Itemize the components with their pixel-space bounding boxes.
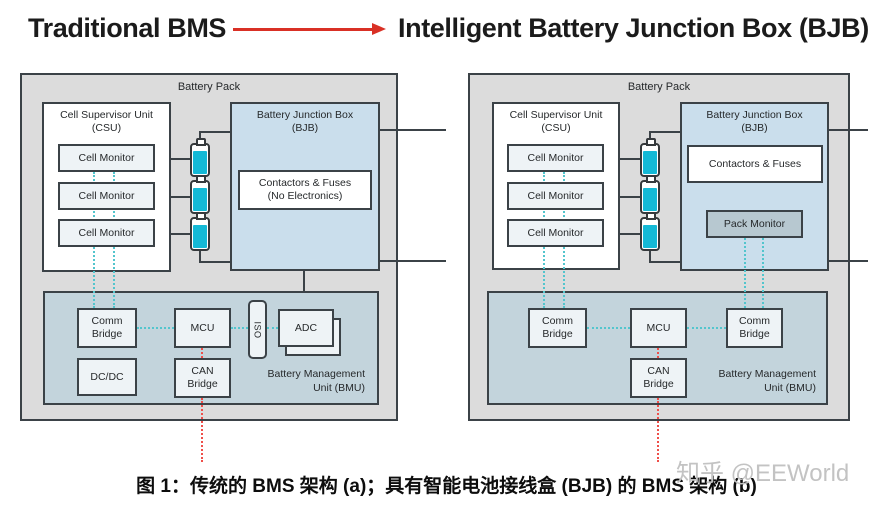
battery-bottom-link-a (199, 261, 230, 263)
hv-terminal-top-a (378, 129, 446, 131)
cell-monitor-box: Cell Monitor (58, 144, 155, 172)
comm-bridge-right-label-b: Comm Bridge (739, 315, 770, 340)
csu-battery-tap-1-a (171, 158, 190, 160)
battery-cell-icon (640, 212, 660, 251)
cell-monitor-label: Cell Monitor (527, 226, 584, 239)
csu-title-a: Cell Supervisor Unit (CSU) (60, 109, 153, 134)
comm-mcu-link-b (587, 327, 630, 329)
comm-bridge-left-box-b: Comm Bridge (528, 308, 587, 348)
mcu-box-a: MCU (174, 308, 231, 348)
arrow-right-icon (233, 23, 386, 35)
bjb-bmu-link-a (303, 271, 305, 291)
battery-cell-icon (640, 175, 660, 214)
can-bridge-box-b: CAN Bridge (630, 358, 687, 398)
dcdc-label-a: DC/DC (90, 370, 124, 383)
cell-monitor-box: Cell Monitor (58, 219, 155, 247)
contactors-fuses-label-b: Contactors & Fuses (708, 157, 802, 170)
battery-bottom-riser-b (649, 251, 651, 263)
comm-mcu-link-a (137, 327, 174, 329)
contactors-fuses-box-a: Contactors & Fuses (No Electronics) (238, 170, 372, 210)
contactors-fuses-box-b: Contactors & Fuses (687, 145, 823, 183)
hv-terminal-bottom-a (378, 260, 446, 262)
title-intelligent-bjb: Intelligent Battery Junction Box (BJB) (398, 13, 869, 43)
mcu-label-b: MCU (646, 321, 671, 334)
bjb-title-b: Battery Junction Box (BJB) (706, 109, 803, 134)
csu-battery-tap-2-a (171, 196, 190, 198)
cell-monitor-label: Cell Monitor (78, 189, 135, 202)
csu-title-b: Cell Supervisor Unit (CSU) (509, 109, 603, 134)
cell-monitor-label: Cell Monitor (527, 189, 584, 202)
pack-monitor-box-b: Pack Monitor (706, 210, 803, 238)
mcu-iso-link-a (231, 327, 248, 329)
watermark: 知乎 @EEWorld (676, 460, 850, 487)
can-bridge-label-a: CAN Bridge (187, 365, 218, 390)
figure-caption: 图 1：传统的 BMS 架构 (a)；具有智能电池接线盒 (BJB) 的 BMS… (136, 476, 757, 497)
can-bridge-box-a: CAN Bridge (174, 358, 231, 398)
battery-top-riser-b (649, 131, 651, 142)
battery-top-riser-a (199, 131, 201, 142)
comm-bridge-box-a: Comm Bridge (77, 308, 137, 348)
battery-bottom-link-b (649, 261, 680, 263)
iso-box-a: ISO (248, 300, 267, 359)
bjb-title-a: Battery Junction Box (BJB) (256, 109, 354, 134)
adc-label-a: ADC (294, 321, 318, 334)
can-bridge-label-b: CAN Bridge (643, 365, 674, 390)
comm-bridge-right-box-b: Comm Bridge (726, 308, 783, 348)
csu-battery-tap-1-b (620, 158, 640, 160)
adc-box-a: ADC (278, 309, 334, 347)
mcu-label-a: MCU (190, 321, 215, 334)
iso-label-a: ISO (252, 320, 263, 339)
csu-battery-tap-3-a (171, 233, 190, 235)
cell-monitor-label: Cell Monitor (78, 151, 135, 164)
battery-top-link-b (649, 131, 680, 133)
comm-bridge-label-a: Comm Bridge (91, 315, 123, 340)
can-bus-line-a (201, 398, 203, 462)
comm-bridge-left-label-b: Comm Bridge (542, 315, 573, 340)
pack-monitor-line-2-b (762, 238, 764, 308)
cell-monitor-box: Cell Monitor (58, 182, 155, 210)
mcu-can-link-b (657, 348, 659, 358)
battery-top-link-a (199, 131, 230, 133)
battery-bottom-riser-a (199, 251, 201, 263)
contactors-fuses-label-a: Contactors & Fuses (No Electronics) (258, 177, 352, 202)
cell-monitor-box: Cell Monitor (507, 182, 604, 210)
bmu-title-b: Battery Management Unit (BMU) (718, 368, 816, 394)
mcu-can-link-a (201, 348, 203, 358)
iso-adc-link-a (267, 327, 278, 329)
cell-monitor-label: Cell Monitor (78, 226, 135, 239)
hv-terminal-bottom-b (827, 260, 868, 262)
cell-monitor-box: Cell Monitor (507, 144, 604, 172)
battery-cell-icon (190, 212, 210, 251)
csu-battery-tap-2-b (620, 196, 640, 198)
can-bus-line-b (657, 398, 659, 462)
hv-terminal-top-b (827, 129, 868, 131)
cell-monitor-label: Cell Monitor (527, 151, 584, 164)
dcdc-box-a: DC/DC (77, 358, 137, 396)
cell-monitor-box: Cell Monitor (507, 219, 604, 247)
battery-cell-icon (640, 138, 660, 177)
battery-cell-icon (190, 138, 210, 177)
mcu-box-b: MCU (630, 308, 687, 348)
battery-pack-label-a: Battery Pack (177, 81, 241, 93)
title-traditional-bms: Traditional BMS (28, 13, 227, 43)
csu-battery-tap-3-b (620, 233, 640, 235)
battery-cell-icon (190, 175, 210, 214)
battery-pack-label-b: Battery Pack (627, 81, 691, 93)
bmu-title-a: Battery Management Unit (BMU) (267, 368, 365, 394)
mcu-comm-link-b (687, 327, 726, 329)
pack-monitor-line-1-b (744, 238, 746, 308)
pack-monitor-label-b: Pack Monitor (723, 217, 786, 230)
bjb-box-b (680, 102, 829, 271)
